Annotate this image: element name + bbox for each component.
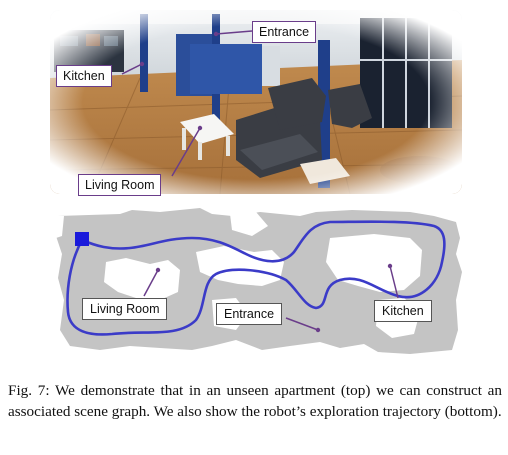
occupancy-map xyxy=(56,208,462,354)
figure xyxy=(50,10,462,354)
map-label-kitchen: Kitchen xyxy=(374,300,432,322)
photo-label-kitchen: Kitchen xyxy=(56,65,112,87)
photo-callout-dots xyxy=(139,31,219,131)
photo-label-entrance: Entrance xyxy=(252,21,317,43)
apartment-photo xyxy=(50,10,462,194)
map-label-living-room: Living Room xyxy=(82,298,168,320)
map-label-entrance: Entrance xyxy=(216,303,283,325)
start-marker xyxy=(75,232,89,246)
map-callout-dots xyxy=(155,263,393,333)
figure-caption: Fig. 7: We demonstrate that in an unseen… xyxy=(8,382,502,420)
map-callout-lines xyxy=(143,265,399,331)
photo-callout-lines xyxy=(121,30,253,177)
photo-label-living-room: Living Room xyxy=(78,174,162,196)
